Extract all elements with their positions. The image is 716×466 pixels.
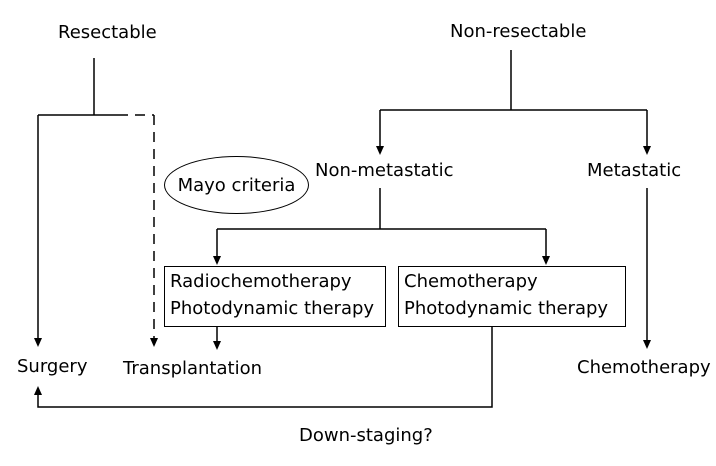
arrowhead-chemotherapy: [643, 340, 651, 349]
box-left-line-1: Radiochemotherapy: [170, 271, 352, 292]
node-metastatic: Metastatic: [587, 160, 682, 181]
mayo-criteria-ellipse: Mayo criteria: [164, 156, 309, 214]
node-transplantation: Transplantation: [123, 358, 262, 379]
node-chemotherapy-metastatic: Chemotherapy: [577, 357, 711, 378]
box-right-line-1: Chemotherapy: [404, 271, 538, 292]
arrowhead-nonmetastatic: [376, 146, 384, 155]
arrowhead-transplantation: [150, 338, 158, 347]
arrowhead-downstaging-surgery: [34, 386, 42, 395]
edge-downstaging-loop: [37, 326, 493, 408]
node-resectable: Resectable: [58, 22, 157, 43]
box-right-line-2: Photodynamic therapy: [404, 298, 609, 319]
node-non-metastatic: Non-metastatic: [315, 160, 454, 181]
arrowhead-box-left-transplant: [213, 341, 221, 350]
box-radiochemotherapy: Radiochemotherapy Photodynamic therapy: [164, 266, 386, 327]
mayo-criteria-label: Mayo criteria: [177, 174, 296, 196]
node-surgery: Surgery: [17, 356, 88, 377]
node-non-resectable: Non-resectable: [450, 21, 587, 42]
arrowhead-metastatic: [643, 146, 651, 155]
box-chemotherapy: Chemotherapy Photodynamic therapy: [398, 266, 626, 327]
arrowhead-box-right: [542, 256, 550, 265]
arrowhead-box-left: [213, 256, 221, 265]
node-down-staging: Down-staging?: [299, 425, 433, 446]
box-left-line-2: Photodynamic therapy: [170, 298, 375, 319]
arrowhead-surgery: [34, 338, 42, 347]
